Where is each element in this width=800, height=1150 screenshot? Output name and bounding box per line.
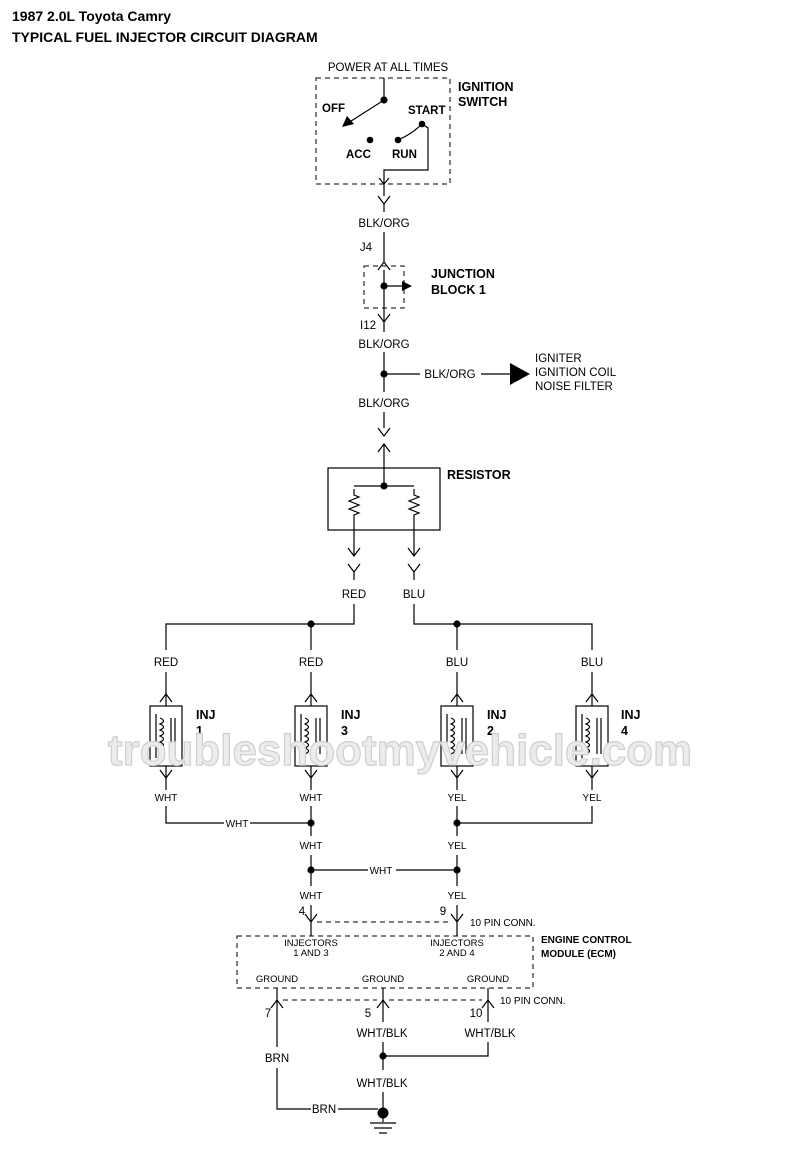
- wire-label-wht-blk-10: WHT/BLK: [464, 1028, 515, 1040]
- injector-3: [294, 672, 328, 790]
- wire-label-red-inj3: RED: [299, 657, 323, 669]
- injector-1: [149, 672, 183, 790]
- wire-label-blk-org-branch: BLK/ORG: [424, 369, 475, 381]
- wire-label-wht-h1: WHT: [226, 819, 249, 830]
- ecm-box: [236, 935, 534, 989]
- inj3-number: 3: [341, 724, 348, 738]
- wire-label-red-inj1: RED: [154, 657, 178, 669]
- inj2-name: INJ: [487, 708, 507, 722]
- wire-label-yel-v2: YEL: [448, 891, 467, 902]
- igniter-label-3: NOISE FILTER: [535, 381, 613, 393]
- injector-4: [575, 672, 609, 790]
- switch-arrow-icon: [342, 116, 354, 127]
- wire-label-yel-v1: YEL: [448, 841, 467, 852]
- pin-5-label: 5: [365, 1008, 371, 1020]
- pin-4-label: 4: [299, 906, 306, 918]
- wire-label-blu-inj2: BLU: [446, 657, 468, 669]
- switch-acc-label: ACC: [346, 149, 371, 161]
- resistor-title: RESISTOR: [447, 468, 511, 482]
- header-line-2: TYPICAL FUEL INJECTOR CIRCUIT DIAGRAM: [12, 29, 318, 45]
- wire-label-wht-blk-5: WHT/BLK: [356, 1028, 407, 1040]
- pin-10-label: 10: [470, 1008, 483, 1020]
- watermark: troubleshootmyvehicle.com: [108, 726, 692, 775]
- junction-arrow-icon: [402, 281, 412, 291]
- blu-split-dot: [453, 620, 461, 628]
- wire-label-brn-h: BRN: [312, 1104, 336, 1116]
- blu-connector: [407, 563, 421, 573]
- ecm-inj24-label-1: INJECTORS: [430, 938, 484, 949]
- igniter-label-2: IGNITION COIL: [535, 367, 617, 379]
- ecm-inj13-label-1: INJECTORS: [284, 938, 338, 949]
- resistor-element-right: [408, 488, 420, 522]
- igniter-arrow-icon: [510, 363, 530, 385]
- junction-block-title-2: BLOCK 1: [431, 283, 486, 297]
- switch-start-label: START: [408, 105, 445, 117]
- wire-label-wht-inj3: WHT: [300, 793, 323, 804]
- pin-9-label: 9: [440, 906, 446, 918]
- wire-label-blk-org-1: BLK/ORG: [358, 218, 409, 230]
- inj2-number: 2: [487, 724, 494, 738]
- inj1-name: INJ: [196, 708, 216, 722]
- ecm-title-2: MODULE (ECM): [541, 949, 616, 960]
- ignition-switch-box: [315, 77, 451, 185]
- wire-label-wht-inj1: WHT: [155, 793, 178, 804]
- conn-top-label: 10 PIN CONN.: [470, 918, 536, 929]
- igniter-label-1: IGNITER: [535, 353, 582, 365]
- ignition-switch-title-1: IGNITION: [458, 80, 514, 94]
- ecm-ground-label-3: GROUND: [467, 974, 509, 985]
- wire-label-blk-org-2: BLK/ORG: [358, 339, 409, 351]
- pin-7-label: 7: [265, 1008, 271, 1020]
- ecm-inj13-label-2: 1 AND 3: [293, 948, 328, 959]
- run-contact-dot: [394, 136, 402, 144]
- injector-2: [440, 672, 474, 790]
- junction-block-title-1: JUNCTION: [431, 267, 495, 281]
- ecm-ground-label-1: GROUND: [256, 974, 298, 985]
- switch-run-label: RUN: [392, 149, 417, 161]
- wire-label-blu: BLU: [403, 589, 425, 601]
- inj3-name: INJ: [341, 708, 361, 722]
- wire-label-brn-v: BRN: [265, 1053, 289, 1065]
- ecm-ground-label-2: GROUND: [362, 974, 404, 985]
- red-connector: [347, 563, 361, 573]
- wire-label-yel-inj4: YEL: [583, 793, 602, 804]
- resistor-top-connector: [377, 427, 391, 437]
- yel-join-dot: [453, 819, 461, 827]
- conn-bottom-label: 10 PIN CONN.: [500, 996, 566, 1007]
- inj4-number: 4: [621, 724, 628, 738]
- red-split-dot: [307, 620, 315, 628]
- power-at-all-times-label: POWER AT ALL TIMES: [328, 62, 449, 74]
- switch-arm: [347, 99, 385, 124]
- wire-label-yel-inj2: YEL: [448, 793, 467, 804]
- connector-i12-label: I12: [360, 320, 376, 332]
- wire-label-red: RED: [342, 589, 366, 601]
- wire-label-blk-org-3: BLK/ORG: [358, 398, 409, 410]
- ignition-switch-title-2: SWITCH: [458, 95, 507, 109]
- switch-output-wire: [383, 123, 429, 196]
- ecm-inj24-label-2: 2 AND 4: [439, 948, 474, 959]
- wire-label-wht-h2: WHT: [370, 866, 393, 877]
- ground-icon: [370, 1107, 396, 1134]
- wire-label-wht-v1: WHT: [300, 841, 323, 852]
- wire-label-blu-inj4: BLU: [581, 657, 603, 669]
- ecm-title-1: ENGINE CONTROL: [541, 935, 632, 946]
- acc-contact-dot: [366, 136, 374, 144]
- wht-join-dot: [307, 819, 315, 827]
- wire-label-wht-v2: WHT: [300, 891, 323, 902]
- connector-j4-label: J4: [360, 242, 373, 254]
- header-line-1: 1987 2.0L Toyota Camry: [12, 8, 171, 24]
- switch-off-label: OFF: [322, 103, 345, 115]
- inj4-name: INJ: [621, 708, 641, 722]
- switch-connector: [377, 195, 391, 205]
- wire-label-wht-blk-gnd: WHT/BLK: [356, 1078, 407, 1090]
- resistor-element-left: [348, 488, 360, 522]
- inj1-number: 1: [196, 724, 203, 738]
